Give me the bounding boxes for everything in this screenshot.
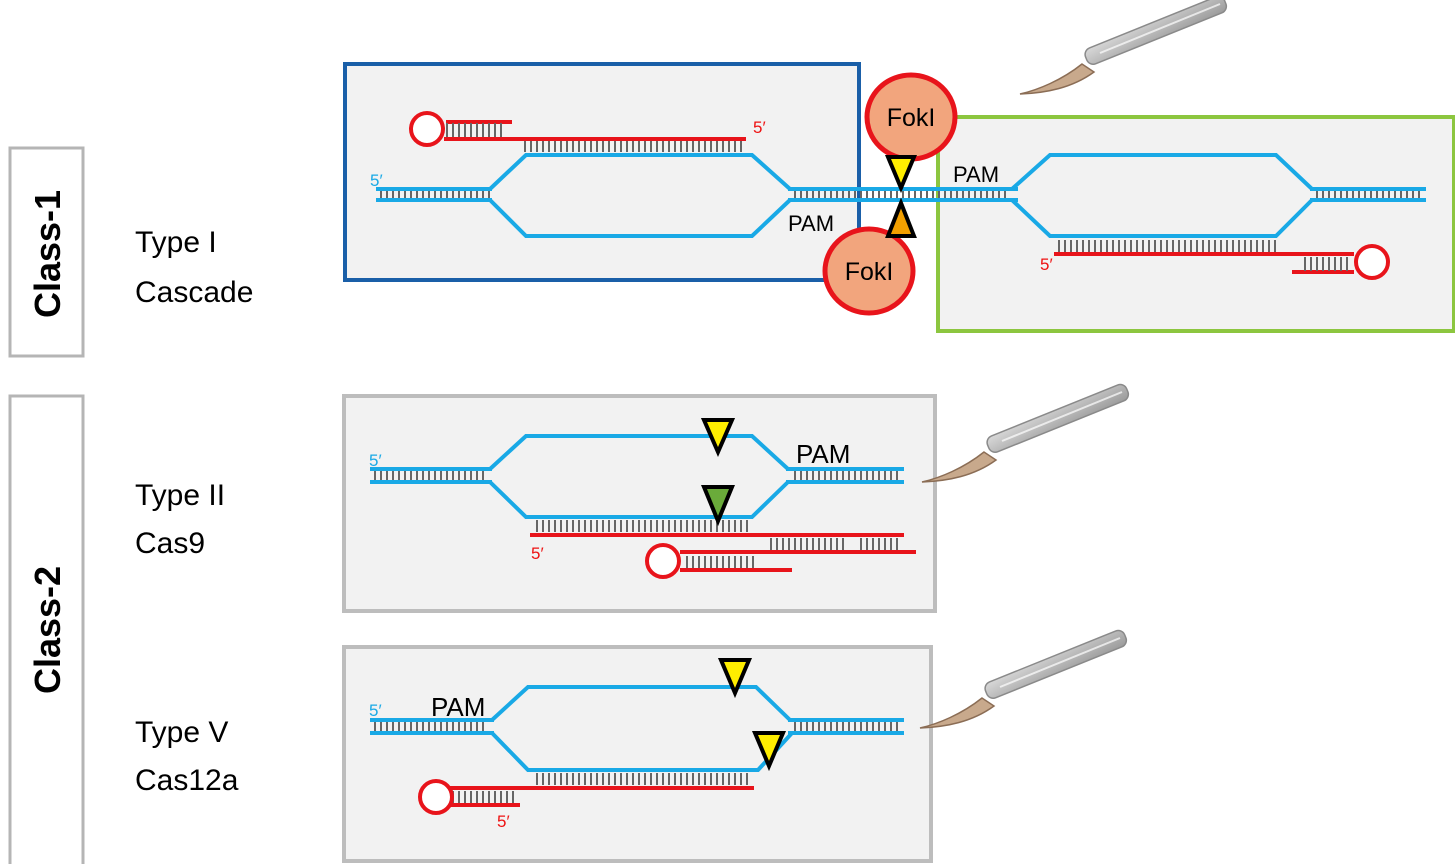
five-prime-label: 5′ (497, 812, 510, 831)
type-5-panel: 5′ 5′ PAM (342, 627, 1130, 863)
type-2-panel: 5′ 5′ PAM (342, 381, 1132, 613)
cut-site-icon (751, 731, 787, 772)
type-2-effector: Cas9 (135, 527, 205, 560)
cut-site-icon (717, 658, 753, 699)
class-1-label: Class-1 (27, 190, 68, 318)
hairpin-icon (1354, 244, 1390, 280)
cut-site-icon (885, 197, 917, 238)
foki-label: FokI (845, 258, 894, 286)
type-1-panel: 5′ 5′ 5′ PAM PAM FokI Fok (343, 0, 1455, 333)
cascade-left-complex (343, 62, 861, 282)
scalpel-icon (919, 627, 1130, 729)
five-prime-label: 5′ (753, 118, 766, 137)
cut-site-icon (701, 485, 735, 527)
five-prime-label: 5′ (369, 451, 382, 470)
type-1-crrna-left: 5′ (409, 111, 766, 152)
pam-label: PAM (431, 692, 485, 722)
five-prime-label: 5′ (370, 171, 383, 190)
pam-label: PAM (953, 162, 999, 187)
foki-bottom: FokI (822, 226, 916, 316)
type-2-name: Type II (135, 479, 225, 512)
five-prime-label: 5′ (369, 701, 382, 720)
type-2-dna: 5′ (369, 434, 904, 519)
hairpin-icon (645, 543, 681, 579)
cut-site-icon (700, 418, 736, 457)
type-1-effector: Cascade (135, 276, 253, 309)
cascade-right-complex (936, 115, 1455, 333)
class-1-box: Class-1 (8, 146, 85, 358)
foki-top: FokI (864, 72, 958, 162)
type-5-name: Type V (135, 716, 228, 749)
class-2-box: Class-2 (8, 394, 85, 864)
type-1-name: Type I (135, 226, 217, 259)
foki-label: FokI (887, 104, 936, 132)
pam-label: PAM (788, 211, 834, 236)
five-prime-label: 5′ (531, 544, 544, 563)
type-1-dna-left: 5′ (370, 153, 1426, 238)
pam-label: PAM (796, 439, 850, 469)
type-5-effector: Cas12a (135, 764, 239, 797)
scalpel-icon (1019, 0, 1230, 95)
type-1-crrna-right: 5′ (1040, 240, 1390, 280)
type-2-sgrna: 5′ (530, 520, 916, 579)
scalpel-icon (921, 381, 1132, 483)
type-5-crrna: 5′ (418, 773, 754, 831)
hairpin-icon (418, 779, 454, 815)
cut-site-icon (884, 155, 918, 194)
hairpin-icon (409, 111, 445, 147)
class-2-label: Class-2 (27, 566, 68, 694)
five-prime-label: 5′ (1040, 255, 1053, 274)
